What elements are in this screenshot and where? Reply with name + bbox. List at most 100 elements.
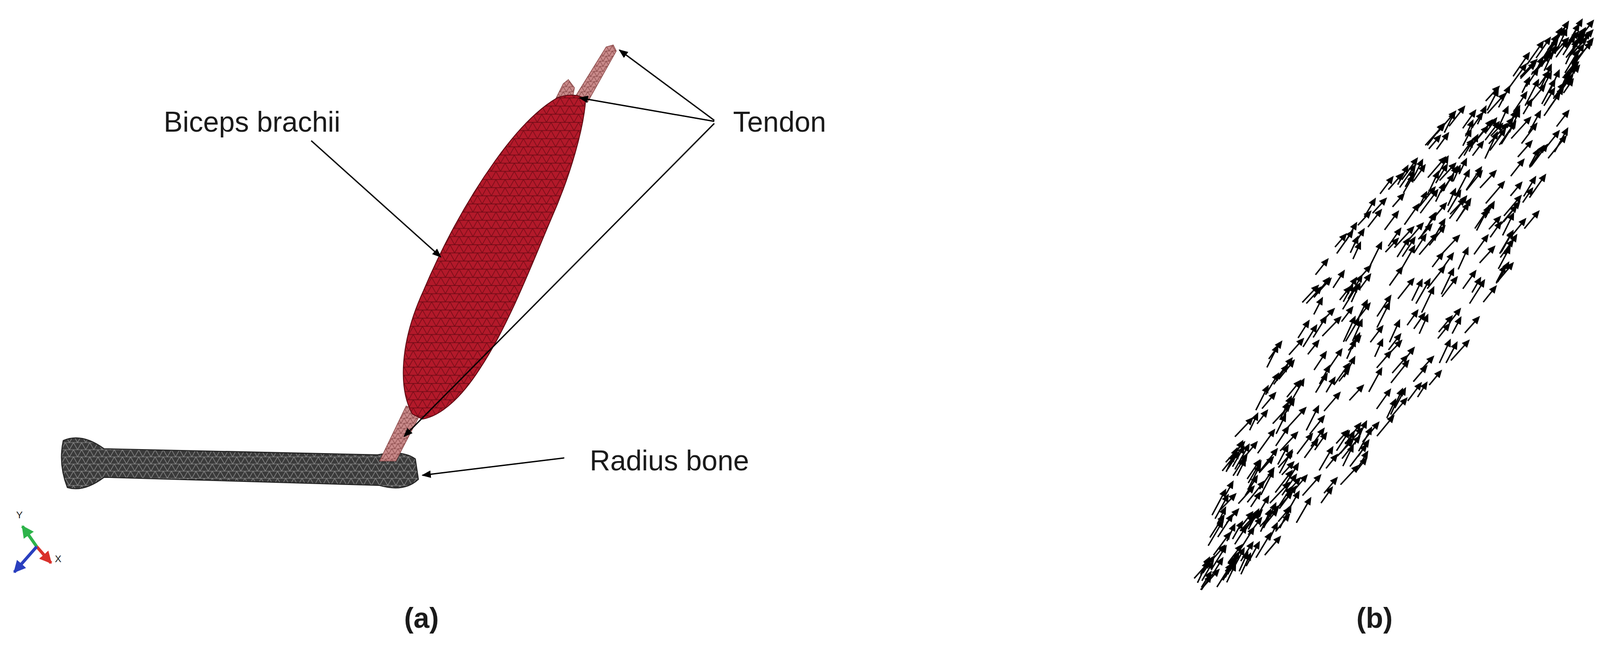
fibre-arrow [1382, 234, 1402, 255]
fibre-arrow [1553, 74, 1574, 98]
fibre-arrow [1272, 423, 1293, 448]
panel-label: (b) [1356, 602, 1393, 635]
fibre-arrow [1206, 512, 1228, 540]
fibre-arrow [1283, 377, 1304, 400]
fibre-arrow [1418, 352, 1437, 372]
fibre-arrow [1480, 282, 1500, 305]
fibre-arrow [1263, 342, 1282, 369]
part-label: Tendon [732, 105, 826, 139]
fibre-arrow [1389, 190, 1408, 210]
fibre-arrow [1400, 172, 1418, 195]
fibre-arrow [1434, 108, 1460, 137]
fibre-arrow [1311, 274, 1334, 300]
fibre-arrow [1455, 245, 1472, 271]
fibre-arrow [1506, 107, 1524, 135]
fibre-arrow [1515, 137, 1536, 160]
fibre-arrow [1257, 467, 1278, 497]
fibre-arrow [1493, 259, 1517, 286]
part-label: Radius bone [589, 445, 749, 478]
fibre-arrow [1367, 322, 1387, 345]
fibre-arrow [1272, 511, 1294, 534]
fibre-arrow [1438, 231, 1463, 258]
fibre-arrow [1455, 156, 1471, 176]
fibre-arrow [1562, 54, 1581, 83]
fibre-arrow [1339, 442, 1358, 468]
fibre-arrow [1356, 262, 1375, 282]
fibre-arrow [1286, 335, 1307, 357]
fibre-arrow [1437, 171, 1458, 195]
fibre-arrow [1426, 222, 1449, 248]
fibre-arrow [1355, 207, 1375, 228]
fibre-arrow [1486, 125, 1510, 153]
fibre-arrow [1294, 317, 1313, 340]
fibre-arrow [1560, 75, 1577, 95]
fibre-arrow [1265, 338, 1286, 362]
biceps-muscle [403, 94, 587, 419]
fibre-arrow [1446, 103, 1468, 129]
fibre-arrow [1237, 512, 1259, 534]
fibre-arrow [1402, 167, 1419, 189]
fibre-arrow [1299, 471, 1325, 498]
part-label: Biceps brachii [163, 105, 341, 139]
fibre-arrow [1191, 556, 1215, 581]
fibre-arrow [1519, 184, 1537, 205]
fibre-arrow [1482, 178, 1508, 206]
fibre-arrow [1482, 199, 1499, 220]
fibre-arrow [1525, 108, 1545, 135]
fibre-arrow [1353, 454, 1371, 474]
fibre-arrow [1566, 34, 1591, 60]
fibre-arrow [1276, 502, 1295, 530]
fibre-arrow [1275, 356, 1298, 382]
fibre-arrow [1323, 451, 1342, 471]
fibre-arrow [1416, 230, 1441, 257]
fibre-arrow [1444, 186, 1460, 208]
fibre-arrow [1369, 195, 1390, 216]
fibre-arrow [1373, 299, 1394, 329]
fibre-arrow [1355, 448, 1372, 469]
fibre-arrow [1321, 389, 1344, 414]
axis-label: Y [15, 509, 23, 521]
fibre-arrow [1541, 89, 1564, 118]
fibre-arrow [1539, 32, 1561, 61]
fibre-arrow [1422, 210, 1439, 232]
fibre-arrow [1265, 520, 1282, 542]
fibre-arrow [1342, 428, 1358, 449]
fibre-arrow [1540, 127, 1563, 154]
fibre-arrow [1494, 259, 1513, 284]
fibre-arrow [1517, 56, 1541, 80]
fibre-arrow [1385, 170, 1407, 192]
fibre-arrow [1355, 297, 1371, 320]
fibre-arrow [1424, 262, 1449, 291]
fibre-arrow [1257, 502, 1283, 529]
fibre-arrow [1324, 346, 1346, 373]
fibre-arrow [1318, 484, 1336, 506]
fibre-arrow [1497, 236, 1518, 260]
fibre-arrow [1275, 504, 1294, 525]
fibre-arrow [1260, 500, 1280, 530]
fibre-arrow [1416, 183, 1439, 209]
fibre-arrow [1448, 314, 1465, 336]
fibre-arrow [1312, 255, 1332, 278]
fibre-arrow [1311, 429, 1331, 453]
fibre-arrow [1435, 320, 1454, 341]
fibre-arrow [1446, 305, 1464, 326]
fibre-arrow [1229, 518, 1247, 541]
fibre-arrow [1495, 243, 1514, 271]
fibre-arrow [1373, 292, 1395, 319]
fibre-arrow [1310, 348, 1330, 373]
fibre-arrow [1518, 74, 1534, 94]
fibre-arrow [1401, 200, 1423, 227]
fibre-arrow [1430, 216, 1449, 241]
fibre-arrow [1359, 418, 1383, 445]
fibre-arrow [1531, 49, 1557, 75]
fibre-arrow [1510, 49, 1533, 79]
fibre-arrow [1553, 107, 1573, 129]
fibre-arrow [1404, 379, 1425, 403]
leader-lines [311, 50, 715, 476]
fibre-arrow [1469, 138, 1487, 158]
fibre-arrow [1498, 228, 1517, 255]
fibre-arrow [1293, 494, 1315, 525]
fibre-arrow [1410, 362, 1431, 384]
fibre-arrow [1222, 554, 1241, 574]
fibre-arrow [1488, 120, 1507, 139]
